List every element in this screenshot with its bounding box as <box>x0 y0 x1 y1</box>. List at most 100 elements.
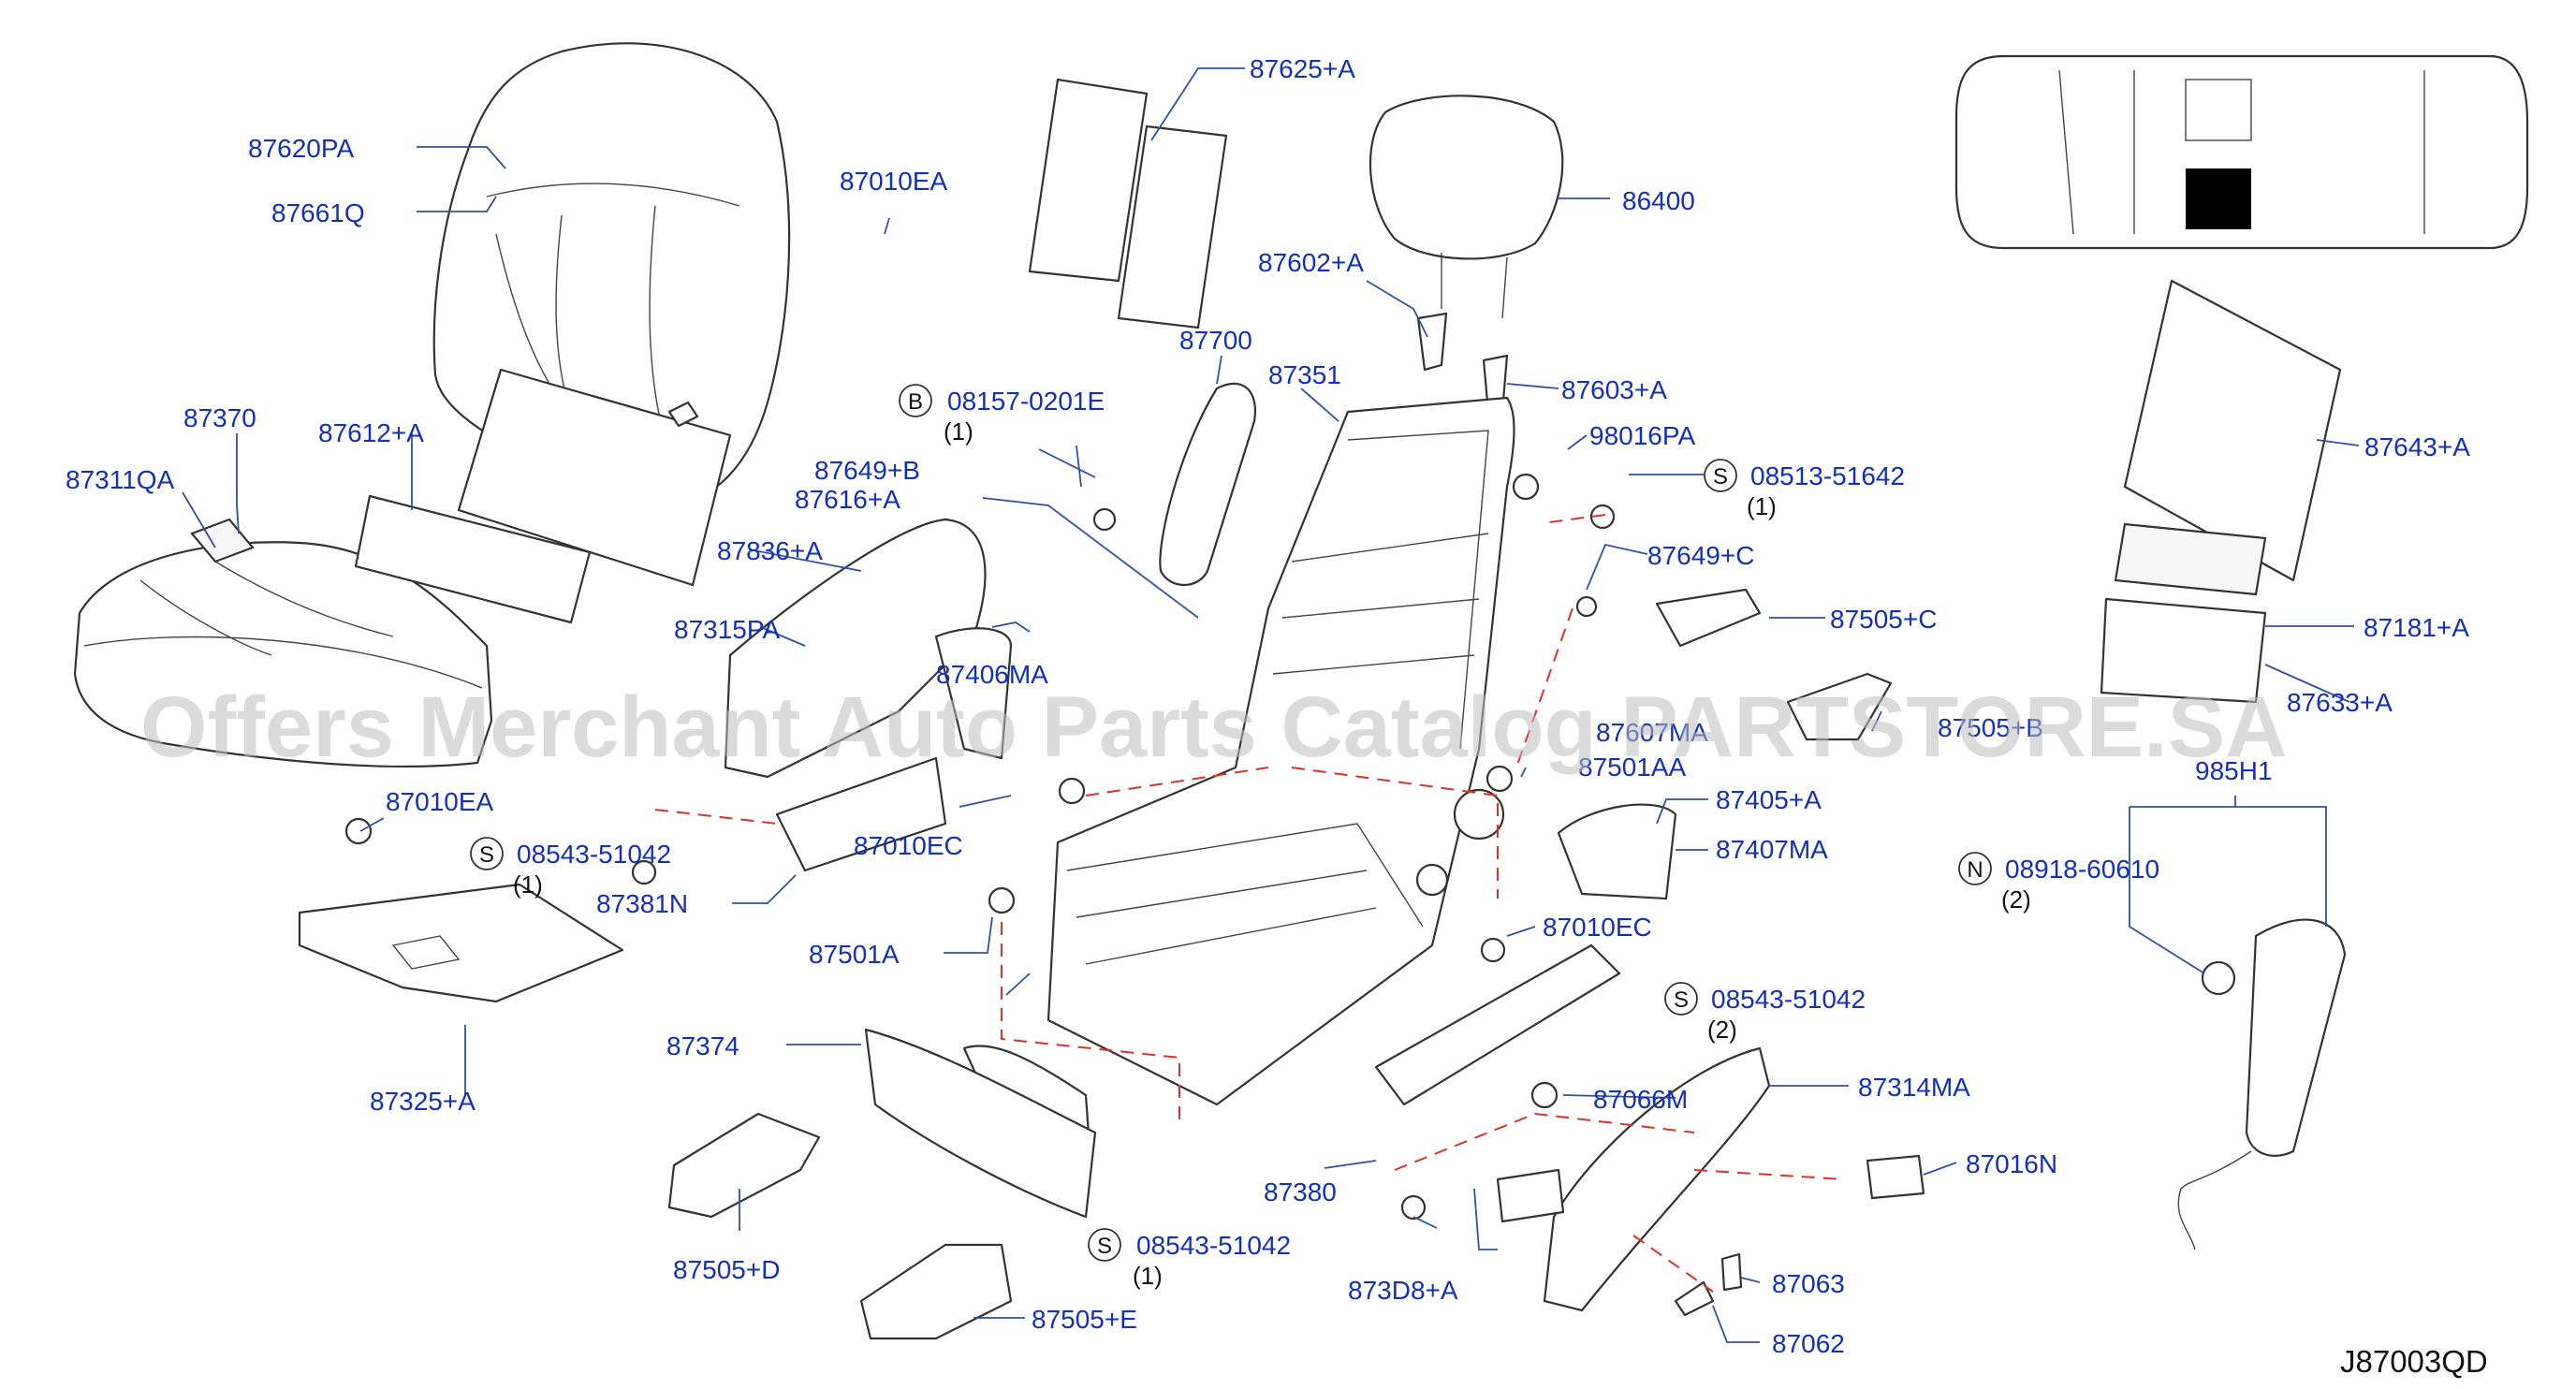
svg-text:S: S <box>1097 1234 1112 1259</box>
mat-87633-drawing <box>2100 597 2267 704</box>
fastener-callout: S 08543-51042 (1) <box>470 837 671 899</box>
heater-mat-drawing <box>1028 78 1228 329</box>
vehicle-overview <box>1954 54 2529 250</box>
knob-87062-drawing <box>1674 1280 1715 1317</box>
part-label: 87505+D <box>673 1255 780 1284</box>
part-label: 87311QA <box>66 465 175 494</box>
part-label: 87010EC <box>1543 913 1652 942</box>
headrest-drawing <box>1368 95 1564 414</box>
bracket-drawing <box>775 756 947 872</box>
knob-87063-drawing <box>1720 1252 1743 1292</box>
part-label: 98016PA <box>1589 421 1695 450</box>
part-label: 87010EA <box>840 167 948 196</box>
svg-text:(1): (1) <box>1747 492 1777 520</box>
fastener-callout: B 08157-0201E (1) <box>899 384 1105 446</box>
mat-87643-drawing <box>2123 279 2342 582</box>
part-label: 87314MA <box>1858 1073 1970 1102</box>
part-label: 87374 <box>666 1031 739 1060</box>
assembly-lines <box>654 514 1845 1293</box>
part-label: 87649+B <box>814 456 920 485</box>
shield-87405-drawing <box>1557 803 1677 900</box>
part-label: 87062 <box>1772 1329 1845 1358</box>
module-87066-drawing <box>1496 1168 1565 1223</box>
part-label: 87407MA <box>1716 835 1828 864</box>
svg-text:(1): (1) <box>513 870 543 899</box>
svg-text:S: S <box>479 842 494 868</box>
svg-text:B: B <box>908 389 923 415</box>
part-label: 87325+A <box>370 1087 476 1116</box>
svg-text:(1): (1) <box>1133 1262 1163 1290</box>
svg-text:08513-51642: 08513-51642 <box>1750 461 1905 490</box>
switch-87016-drawing <box>1866 1154 1925 1200</box>
fastener-callout: S 08543-51042 (2) <box>1664 982 1866 1044</box>
part-labels: 87620PA 87661Q 87370 87612+A 87311QA 870… <box>66 54 2470 1358</box>
diagram-code: J87003QD <box>2340 1344 2488 1379</box>
part-label: 87661Q <box>271 198 365 227</box>
part-label: 87381N <box>596 889 688 918</box>
part-label: 87063 <box>1772 1269 1845 1298</box>
cover-87374-drawing <box>864 1028 1097 1219</box>
rail-cover-87380-drawing <box>1374 943 1621 1106</box>
part-label: 87066M <box>1593 1085 1688 1114</box>
cover-87505c-drawing <box>1655 588 1762 648</box>
svg-text:08918-60610: 08918-60610 <box>2005 855 2159 884</box>
part-label: 87351 <box>1268 360 1341 389</box>
part-label: 87010EA <box>386 787 494 816</box>
svg-text:08543-51042: 08543-51042 <box>1136 1231 1291 1260</box>
part-label: 87633+A <box>2287 688 2393 717</box>
part-label: 87406MA <box>936 660 1048 689</box>
part-label: 87370 <box>183 403 256 432</box>
part-label: 87505+E <box>1032 1305 1137 1334</box>
part-label: 87501A <box>809 940 900 969</box>
watermark-text: Offers Merchant Auto Parts Catalog PARTS… <box>140 680 2288 775</box>
part-label: 87649+C <box>1647 541 1754 570</box>
svg-text:(2): (2) <box>1707 1016 1737 1044</box>
part-label: 87181+A <box>2364 613 2469 642</box>
part-label: 87616+A <box>795 485 900 514</box>
seat-cushion-drawing <box>73 494 592 768</box>
part-label: 87380 <box>1264 1177 1337 1206</box>
svg-text:08543-51042: 08543-51042 <box>1711 985 1866 1014</box>
part-label: 87505+B <box>1938 713 2043 742</box>
part-label: 873D8+A <box>1348 1276 1458 1305</box>
part-label: 87010EC <box>854 831 963 860</box>
part-label: 87607MA <box>1596 718 1708 747</box>
part-label: 87405+A <box>1716 785 1822 814</box>
part-label: 87625+A <box>1250 54 1355 83</box>
part-label: 87620PA <box>248 134 354 163</box>
part-label: 87612+A <box>318 418 424 447</box>
svg-text:08157-0201E: 08157-0201E <box>947 387 1105 416</box>
svg-text:(1): (1) <box>944 417 973 446</box>
cover-87505d-drawing <box>667 1112 821 1219</box>
part-label: 87643+A <box>2364 432 2470 461</box>
side-cover-87314-drawing <box>1543 1046 1771 1312</box>
mat-87181-drawing <box>2114 522 2267 596</box>
part-label: 87505+C <box>1830 605 1937 634</box>
part-label: 87315PA <box>674 615 780 644</box>
cushion-pad-drawing <box>298 883 624 1003</box>
cover-87505e-drawing <box>859 1243 1013 1340</box>
part-label: 87602+A <box>1258 248 1364 277</box>
svg-text:S: S <box>1713 464 1728 490</box>
part-label: 86400 <box>1622 186 1695 215</box>
seatback-cover-drawing <box>432 42 791 587</box>
seat-frame-drawing <box>1046 396 1515 1106</box>
svg-text:08543-51042: 08543-51042 <box>517 840 671 869</box>
part-label: 87016N <box>1966 1149 2057 1178</box>
part-label: 87836+A <box>717 536 823 565</box>
part-label: 87700 <box>1179 326 1252 355</box>
leader-lines <box>182 67 2360 1343</box>
airbag-985h1-drawing <box>2245 918 2347 1157</box>
part-label: 87501AA <box>1578 753 1687 782</box>
part-label: 985H1 <box>2195 756 2273 785</box>
part-label: 87603+A <box>1561 375 1667 404</box>
fastener-glyphs <box>344 401 2236 1221</box>
svg-text:(2): (2) <box>2001 885 2031 914</box>
fastener-callout: N 08918-60610 (2) <box>1958 852 2159 914</box>
svg-text:N: N <box>1967 857 1983 883</box>
fastener-callout: S 08543-51042 (1) <box>1088 1228 1291 1290</box>
lumbar-pad-drawing <box>1159 382 1257 586</box>
fastener-callout: S 08513-51642 (1) <box>1704 459 1905 520</box>
svg-text:S: S <box>1674 987 1689 1013</box>
